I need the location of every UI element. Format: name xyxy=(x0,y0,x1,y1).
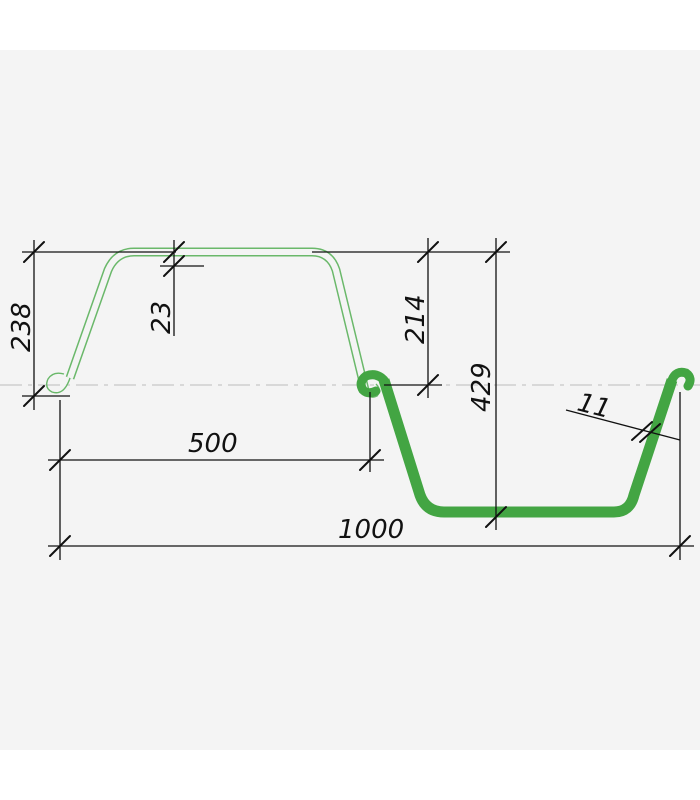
dim-11-line xyxy=(565,409,681,441)
dim-1000-tick-right xyxy=(669,535,691,557)
middle-lock-hook-filled xyxy=(356,370,389,398)
dim-429-label: 429 xyxy=(467,362,497,412)
dim-500-tick-right xyxy=(359,449,381,471)
left-lock-hook xyxy=(45,372,71,394)
right-lock-hook-filled xyxy=(667,367,695,391)
outlined-profile-core xyxy=(67,249,368,391)
filled-profile xyxy=(378,378,678,518)
dim-238-label: 238 xyxy=(7,302,37,352)
dim-23-tick-bottom xyxy=(163,255,185,277)
canvas-background xyxy=(0,50,700,750)
dim-500-tick-left xyxy=(49,449,71,471)
dim-214-label: 214 xyxy=(401,294,431,344)
dim-429-tick-top xyxy=(485,241,507,263)
dim-238-tick-top xyxy=(23,241,45,263)
dim-500-label: 500 xyxy=(188,429,238,459)
dim-11-tick-a xyxy=(631,421,653,441)
dim-1000-tick-left xyxy=(49,535,71,557)
dim-238-tick-bottom xyxy=(23,385,45,407)
dim-214-tick-top xyxy=(417,241,439,263)
dim-214-tick-bottom xyxy=(417,374,439,396)
dim-11-tick-b xyxy=(639,423,661,443)
dim-1000-label: 1000 xyxy=(338,515,404,545)
dim-23-tick-top xyxy=(163,241,185,263)
dim-429-tick-bottom xyxy=(485,506,507,528)
dim-23-label: 23 xyxy=(147,301,177,334)
